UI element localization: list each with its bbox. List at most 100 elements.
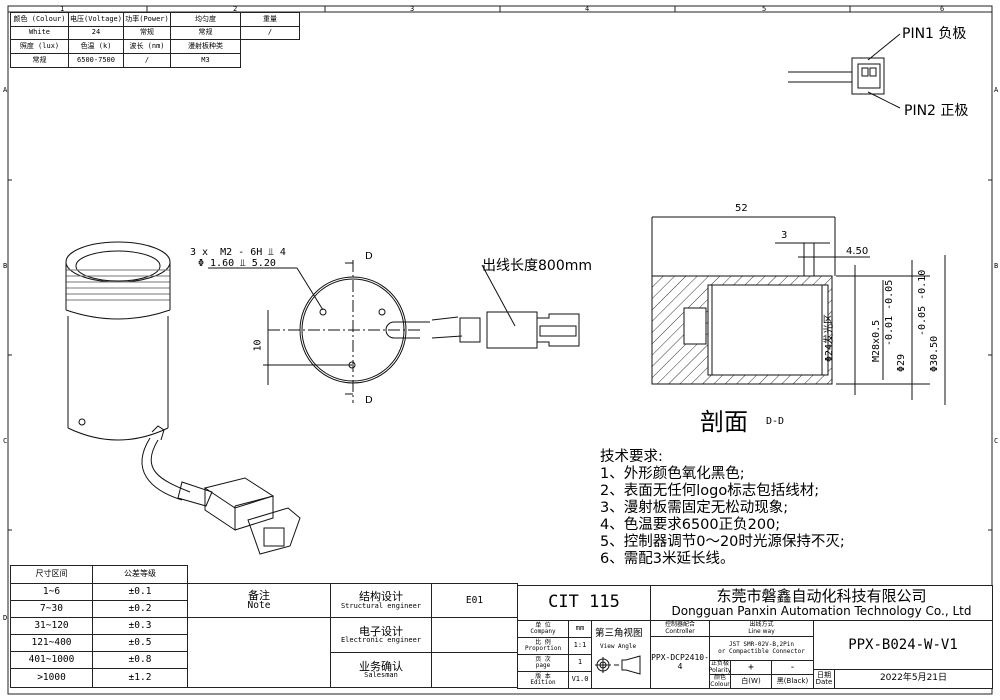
frame-col-label: 4 <box>585 5 589 13</box>
scale-value: 1:1 <box>568 637 592 655</box>
tolerance-value: ±0.2 <box>92 600 188 618</box>
frame-row-label: B <box>994 262 998 270</box>
tolerance-value: ±0.3 <box>92 617 188 635</box>
frame-row-label: C <box>3 437 7 445</box>
company-en: Dongguan Panxin Automation Technology Co… <box>671 603 972 618</box>
frame-col-label: 6 <box>940 5 944 13</box>
polarity-en: Polarity <box>708 666 732 674</box>
part-number: PPX-B024-W-V1 <box>813 620 993 670</box>
controller-cn: 控制器配合 <box>664 621 695 629</box>
company-cn: 东莞市磐鑫自动化科技有限公司 <box>716 586 927 605</box>
sales-en: Salesman <box>364 671 398 680</box>
sales-label-cell: 业务确认 Salesman <box>330 652 432 688</box>
polarity-cn: 正负极 <box>710 660 729 668</box>
pin1-label: PIN1 负极 <box>902 26 967 42</box>
unit-en: Company <box>530 628 556 635</box>
tolerance-range: 121~400 <box>10 634 93 652</box>
structural-en: Structural engineer <box>340 601 422 610</box>
date-en: Date <box>815 678 833 686</box>
sales-cn: 业务确认 <box>359 659 403 673</box>
date-value: 2022年5月21日 <box>834 669 993 689</box>
front-view <box>208 260 580 403</box>
spec-value: M3 <box>170 53 241 68</box>
pin2-label: PIN2 正极 <box>904 103 969 119</box>
structural-value: E01 <box>431 583 518 618</box>
edition-value: V1.0 <box>568 671 592 689</box>
note-item: 2、表面无任何logo标志包括线材; <box>600 483 820 499</box>
tolerance-range: 7~30 <box>10 600 93 618</box>
notes-heading: 技术要求: <box>600 449 663 465</box>
frame-row-label: A <box>994 86 999 94</box>
polarity-plus: + <box>730 660 772 675</box>
page-en: page <box>535 662 551 669</box>
lineway-en: Line way <box>748 627 775 635</box>
scale-cn: 比 例 <box>535 638 551 646</box>
frame-col-label: 1 <box>60 5 64 13</box>
note-item: 5、控制器调节0～20时光源保持不灭; <box>600 534 845 550</box>
section-mark-top: D <box>365 251 373 262</box>
frame-row-label: B <box>3 262 7 270</box>
colour-en: Colour <box>710 680 730 688</box>
dia-24-label: Φ24发光区 <box>824 313 835 362</box>
unit-cn: 单 位 <box>535 621 551 629</box>
controller-en: Controller <box>665 627 695 635</box>
spec-value: 常规 <box>10 53 69 68</box>
tolerance-value: ±0.8 <box>92 651 188 669</box>
edition-cn: 版 本 <box>535 672 551 680</box>
dim-10: 10 <box>252 339 264 352</box>
note-cn: 备注 <box>248 588 270 602</box>
tolerance-range: 31~120 <box>10 617 93 635</box>
product-name: CIT 115 <box>517 585 651 621</box>
dim-3: 3 <box>781 230 788 241</box>
page-value: 1 <box>568 654 592 672</box>
view-angle-symbol <box>595 655 641 675</box>
dim-52: 52 <box>735 203 748 214</box>
connector-pin-diagram <box>788 33 901 109</box>
structural-label-cell: 结构设计 Structural engineer <box>330 583 432 618</box>
lineway-value-1: JST SMR-02V-B,2Pin <box>728 641 795 649</box>
electronic-value <box>431 617 518 653</box>
dia-30-50-label: Φ30.50 <box>929 335 940 372</box>
note-value-cell <box>187 617 331 688</box>
polarity-minus: - <box>771 660 814 675</box>
hole-note-line2: Φ 1.60 ⫫ 5.20 <box>198 258 276 269</box>
view-en: View Angle <box>600 643 637 650</box>
frame-col-label: 3 <box>410 5 414 13</box>
view-cn: 第三角视图 <box>595 628 643 639</box>
structural-cn: 结构设计 <box>359 590 403 604</box>
lineway-cn: 出线方式 <box>749 621 774 629</box>
company-cell: 东莞市磐鑫自动化科技有限公司 Dongguan Panxin Automatio… <box>650 585 993 621</box>
frame-col-label: 2 <box>233 5 237 13</box>
colour-cn: 颜色 <box>713 674 726 682</box>
frame-row-label: C <box>994 437 998 445</box>
tolerance-header: 尺寸区间 <box>10 565 93 584</box>
product-3d-view <box>65 241 301 555</box>
spec-value: / <box>240 26 300 40</box>
tolerance-range: 401~1000 <box>10 651 93 669</box>
electronic-label-cell: 电子设计 Electronic engineer <box>330 617 432 653</box>
note-item: 6、需配3米延长线。 <box>600 551 735 567</box>
tolerance-value: ±0.5 <box>92 634 188 652</box>
edition-en: Edition <box>530 679 556 686</box>
note-item: 1、外形颜色氧化黑色; <box>600 466 745 482</box>
section-title-suffix: D-D <box>766 416 785 427</box>
tol-29-label: -0.01 -0.05 <box>884 279 895 346</box>
note-cell: 备注 Note <box>187 583 331 618</box>
unit-value: mm <box>568 620 592 638</box>
electronic-cn: 电子设计 <box>359 624 403 638</box>
hole-note-line1: 3 x M2 - 6H ⫫ 4 <box>190 247 286 258</box>
page-cn: 页 次 <box>535 655 551 663</box>
section-mark-bottom: D <box>365 395 373 406</box>
thread-label: M28x0.5 <box>871 319 882 362</box>
controller-value: PPX-DCP2410-4 <box>650 636 710 689</box>
scale-en: Proportion <box>524 645 562 652</box>
